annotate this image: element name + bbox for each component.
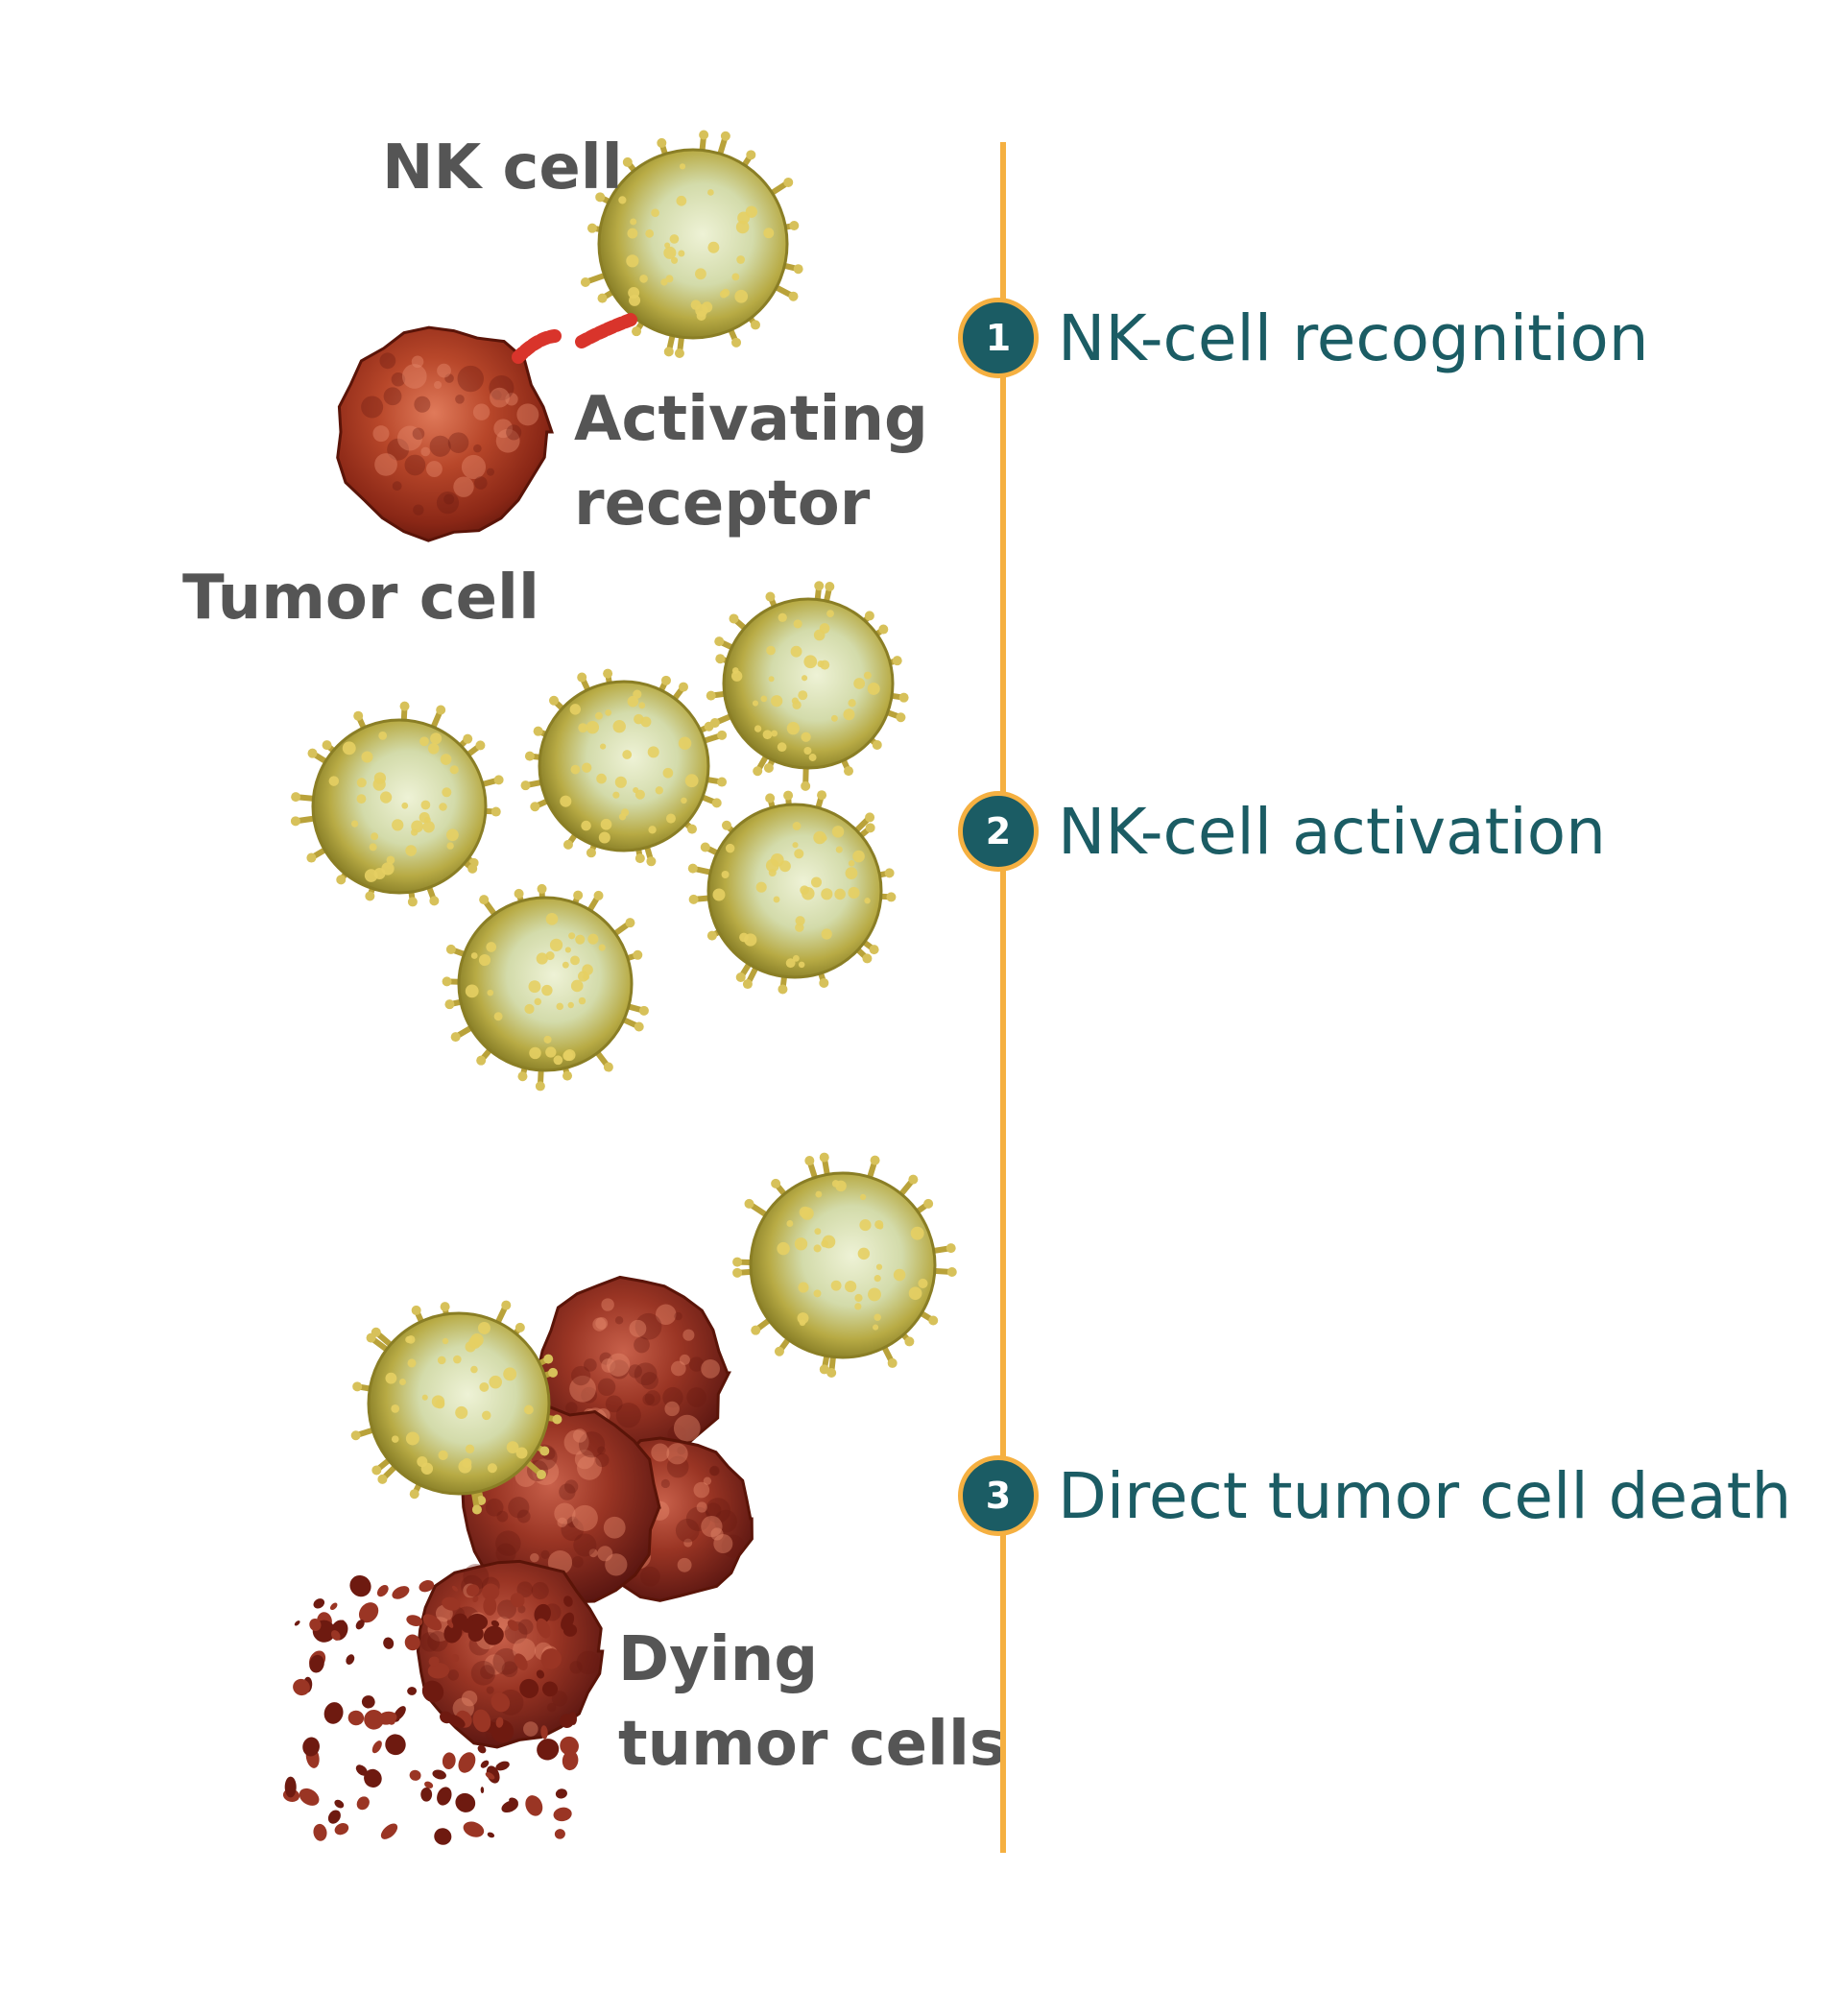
- step-3-badge: 3: [958, 1455, 1039, 1536]
- tumor-cell: [336, 325, 554, 542]
- label-tumor-cells: tumor cells: [618, 1709, 1006, 1780]
- nk-cell-2a: [706, 581, 909, 791]
- nk-cell-3b: [350, 1300, 562, 1515]
- nk-cell-2b: [290, 701, 504, 907]
- label-dying: Dying: [618, 1624, 819, 1695]
- step-1-badge: 1: [958, 298, 1039, 378]
- step-2-label: NK-cell activation: [1058, 794, 1606, 869]
- step-2: 2 NK-cell activation: [958, 785, 1606, 877]
- label-nk-cell: NK cell: [382, 132, 623, 204]
- nk-cell-2c: [520, 668, 728, 867]
- step-2-badge: 2: [958, 791, 1039, 872]
- step-1: 1 NK-cell recognition: [958, 292, 1649, 384]
- tumor-debris: [282, 1574, 579, 1845]
- step-1-label: NK-cell recognition: [1058, 300, 1649, 375]
- label-receptor: receptor: [574, 468, 871, 540]
- activating-receptor-icon: [512, 312, 640, 364]
- nk-cell-1: [580, 130, 803, 359]
- nk-cell-3a: [732, 1152, 957, 1378]
- step-3: 3 Direct tumor cell death: [958, 1450, 1791, 1542]
- nk-cell-2e: [442, 883, 649, 1092]
- nk-cells-front: [350, 130, 803, 1515]
- timeline-line: [1000, 142, 1006, 1853]
- step-3-label: Direct tumor cell death: [1058, 1458, 1792, 1533]
- label-activating: Activating: [574, 384, 928, 455]
- nk-cell-2d: [687, 790, 897, 995]
- nk-cells-back: [290, 581, 957, 1378]
- label-tumor-cell: Tumor cell: [182, 563, 539, 634]
